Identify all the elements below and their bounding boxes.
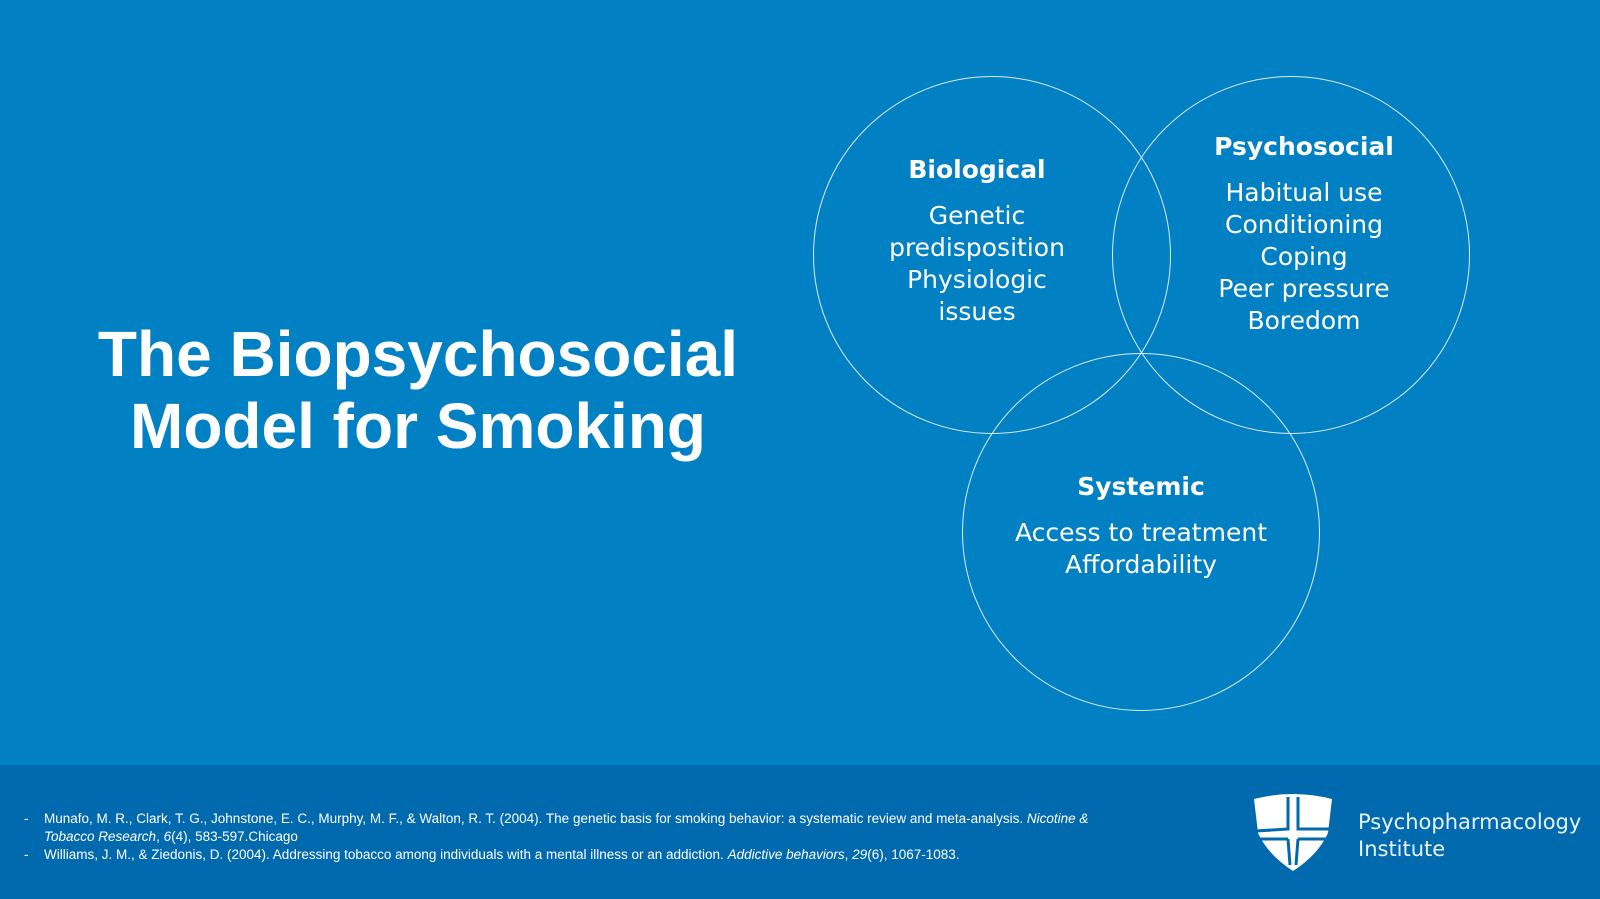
item: Genetic <box>928 201 1026 230</box>
ref-sep: , <box>156 829 164 844</box>
brand-line-2: Institute <box>1358 837 1446 861</box>
bullet: - <box>24 811 29 826</box>
ref-text: Williams, J. M., & Ziedonis, D. (2004). … <box>44 847 728 862</box>
ref-volume: 6 <box>163 829 172 844</box>
item: Habitual use <box>1225 178 1383 207</box>
reference-item: -Williams, J. M., & Ziedonis, D. (2004).… <box>24 846 1094 864</box>
ref-pages: (6), 1067-1083. <box>867 847 960 862</box>
reference-item: -Munafo, M. R., Clark, T. G., Johnstone,… <box>24 810 1094 846</box>
systemic-heading: Systemic <box>1077 472 1205 501</box>
footer: -Munafo, M. R., Clark, T. G., Johnstone,… <box>0 765 1600 899</box>
systemic-block: Systemic Access to treatment Affordabili… <box>991 471 1291 581</box>
item: Boredom <box>1247 306 1361 335</box>
ref-sep: , <box>844 847 853 862</box>
item: Access to treatment <box>1015 518 1267 547</box>
ref-journal: Nicotine & Tobacco Research <box>44 811 1089 844</box>
ref-volume: 29 <box>852 847 868 862</box>
item: Peer pressure <box>1218 274 1390 303</box>
item: Coping <box>1260 242 1348 271</box>
shield-logo-icon <box>1254 794 1332 871</box>
references: -Munafo, M. R., Clark, T. G., Johnstone,… <box>24 810 1094 864</box>
title-line-1: The Biopsychosocial <box>97 318 739 390</box>
title-line-2: Model for Smoking <box>130 390 706 462</box>
biological-block: Biological Genetic predisposition Physio… <box>827 154 1127 328</box>
ref-journal: Addictive behaviors <box>727 847 845 862</box>
item: Affordability <box>1065 550 1217 579</box>
item: issues <box>938 297 1016 326</box>
bullet: - <box>24 847 29 862</box>
ref-pages: (4), 583-597.Chicago <box>171 829 298 844</box>
reference-text: Munafo, M. R., Clark, T. G., Johnstone, … <box>44 810 1094 846</box>
reference-text: Williams, J. M., & Ziedonis, D. (2004). … <box>44 846 960 864</box>
item: Physiologic <box>907 265 1047 294</box>
brand-line-1: Psychopharmacology <box>1358 810 1582 834</box>
item: predisposition <box>889 233 1065 262</box>
psychosocial-block: Psychosocial Habitual use Conditioning C… <box>1154 131 1454 337</box>
psychosocial-heading: Psychosocial <box>1214 132 1394 161</box>
item: Conditioning <box>1225 210 1383 239</box>
biological-heading: Biological <box>908 155 1046 184</box>
systemic-circle <box>962 353 1320 711</box>
ref-text: Munafo, M. R., Clark, T. G., Johnstone, … <box>44 811 1027 826</box>
